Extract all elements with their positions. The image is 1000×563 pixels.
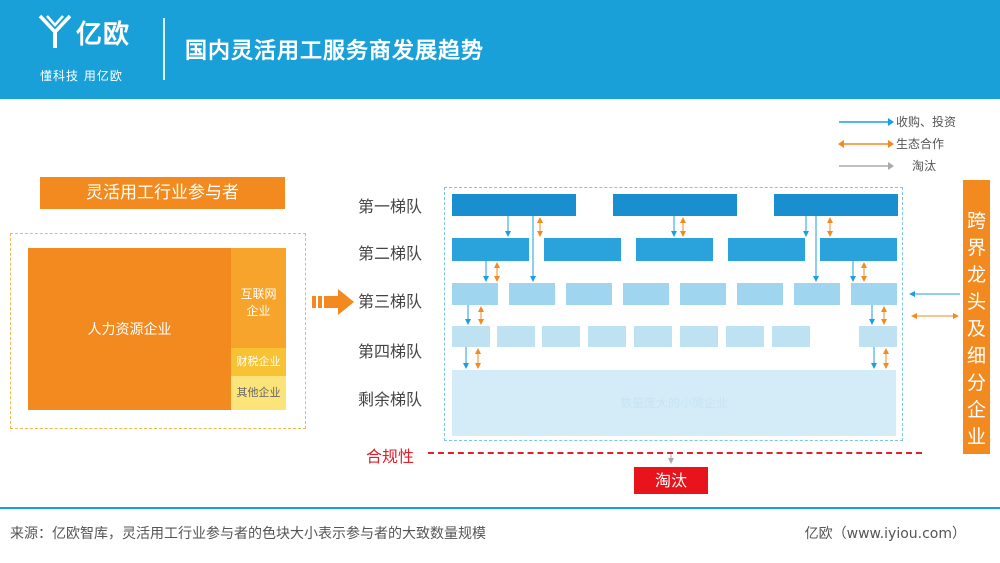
slogan: 懂科技 用亿欧	[40, 69, 123, 83]
eliminate-box: 淘汰	[634, 467, 708, 494]
tax-enterprise-block: 财税企业	[231, 348, 286, 376]
tier-label-4: 第四梯队	[358, 342, 423, 361]
internet-label-line2: 企业	[246, 304, 271, 318]
header-divider	[163, 18, 165, 80]
tier4-company-block	[859, 326, 897, 347]
hr-enterprise-block: 人力资源企业	[28, 248, 231, 410]
tier3-company-block	[509, 283, 555, 305]
cross-char: 及	[966, 318, 986, 340]
gray-arrow-icon	[839, 162, 894, 170]
tier-label-2: 第二梯队	[358, 244, 423, 263]
tier4-company-block	[542, 326, 580, 347]
legend-label: 收购、投资	[896, 115, 957, 129]
cross-char: 龙	[966, 264, 986, 286]
tier-label-remaining: 剩余梯队	[358, 390, 423, 409]
orange-double-arrow-icon	[838, 140, 894, 148]
remaining-tier-block: 数量庞大的小微企业	[452, 370, 896, 436]
blue-arrow-icon	[839, 118, 894, 126]
tier1-company-block	[452, 194, 576, 216]
cross-industry-box: 跨 界 龙 头 及 细 分 企 业	[963, 180, 990, 454]
page-title: 国内灵活用工服务商发展趋势	[185, 39, 485, 64]
legend-label: 生态合作	[896, 137, 945, 151]
cross-char: 分	[966, 372, 986, 394]
header-banner: 亿欧 懂科技 用亿欧 国内灵活用工服务商发展趋势	[0, 0, 1000, 99]
tier4-company-block	[452, 326, 490, 347]
tier2-company-block	[728, 238, 805, 261]
tier3-company-block	[623, 283, 669, 305]
cross-char: 细	[966, 345, 986, 367]
tier3-company-block	[680, 283, 726, 305]
source-note: 来源：亿欧智库，灵活用工行业参与者的色块大小表示参与者的大致数量规模	[10, 526, 486, 542]
tier3-company-block	[452, 283, 498, 305]
compliance-label: 合规性	[366, 447, 415, 466]
legend-item-acquisition: 收购、投资	[838, 113, 988, 133]
tier1-company-block	[774, 194, 898, 216]
tier2-company-block	[452, 238, 529, 261]
tier3-company-block	[794, 283, 840, 305]
tier1-company-block	[613, 194, 737, 216]
brand-footer: 亿欧（www.iyiou.com）	[804, 526, 966, 542]
tier4-company-block	[634, 326, 672, 347]
legend: 收购、投资 生态合作 淘汰	[838, 113, 988, 177]
footer-divider	[0, 507, 1000, 509]
other-enterprise-block: 其他企业	[231, 376, 286, 410]
tier4-company-block	[726, 326, 764, 347]
tier-label-1: 第一梯队	[358, 197, 423, 216]
yiou-logo-icon	[38, 14, 72, 48]
big-right-arrow-icon	[312, 289, 354, 315]
participants-box	[10, 233, 306, 429]
cross-char: 企	[966, 399, 986, 421]
tier2-company-block	[544, 238, 621, 261]
tier-label-3: 第三梯队	[358, 292, 423, 311]
legend-item-eliminate: 淘汰	[838, 157, 988, 177]
compliance-dashed-line	[428, 452, 922, 454]
tier3-company-block	[851, 283, 897, 305]
tier3-company-block	[566, 283, 612, 305]
cross-char: 界	[966, 237, 986, 259]
tiers-container	[444, 187, 903, 441]
tier4-company-block	[680, 326, 718, 347]
legend-item-ecosystem: 生态合作	[838, 135, 988, 155]
logo-text: 亿欧	[76, 20, 131, 50]
internet-enterprise-block: 互联网 企业	[231, 248, 286, 348]
tier4-company-block	[772, 326, 810, 347]
tier2-company-block	[820, 238, 897, 261]
cross-char: 业	[966, 426, 986, 448]
tier4-company-block	[497, 326, 535, 347]
tier3-company-block	[737, 283, 783, 305]
participants-title: 灵活用工行业参与者	[40, 177, 285, 209]
tier4-company-block	[588, 326, 626, 347]
tier2-company-block	[636, 238, 713, 261]
cross-char: 跨	[966, 210, 986, 232]
cross-char: 头	[966, 291, 986, 313]
legend-label: 淘汰	[912, 159, 937, 173]
internet-label-line1: 互联网	[240, 287, 277, 301]
